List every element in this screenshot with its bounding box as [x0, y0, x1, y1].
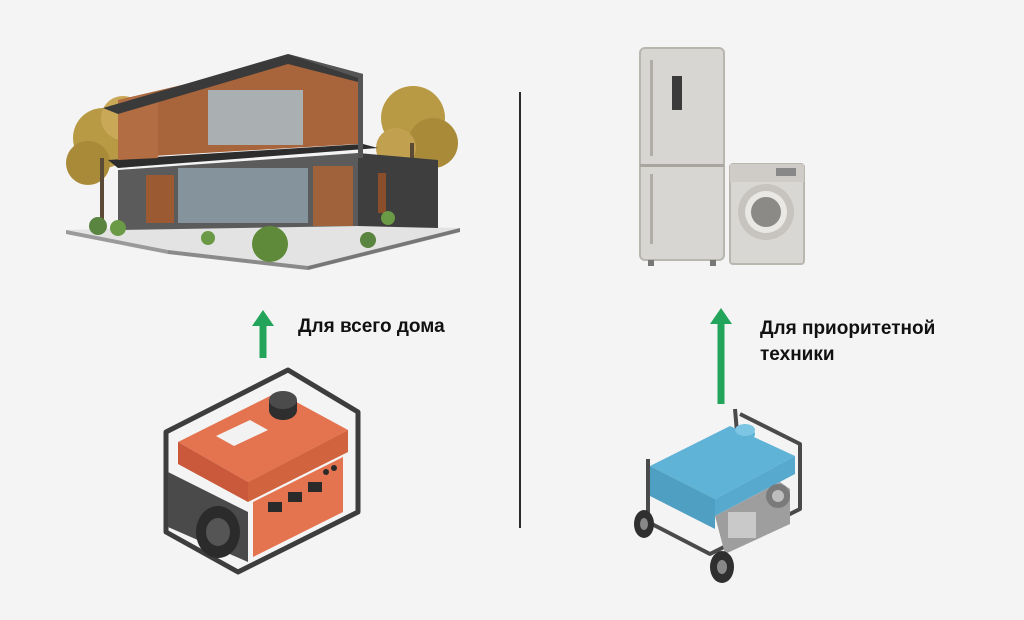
house-icon: [66, 54, 460, 270]
arrow-up-icon-right: [710, 308, 732, 404]
small-generator-icon: [634, 408, 802, 583]
caption-priority-appliances: Для приоритетной техники: [760, 318, 936, 365]
appliances-icon: [639, 47, 805, 266]
divider: [519, 92, 521, 528]
caption-whole-house: Для всего дома: [298, 316, 445, 337]
large-generator-icon: [163, 367, 361, 575]
arrow-up-icon: [252, 310, 274, 358]
